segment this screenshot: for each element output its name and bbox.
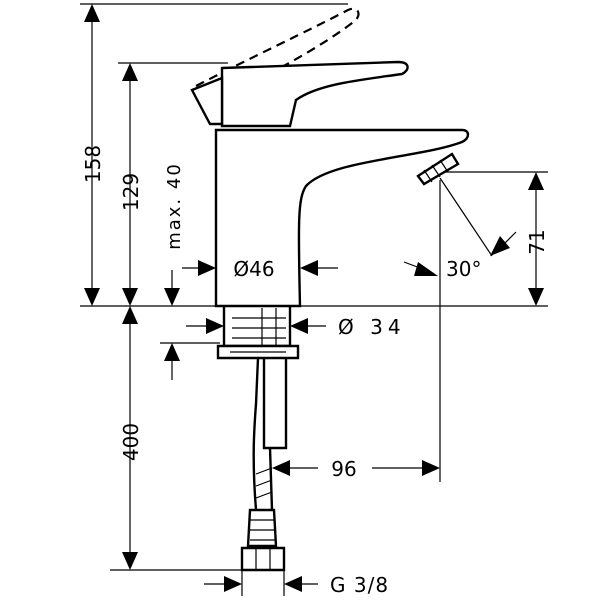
label-connection-thread: G 3/8 (330, 573, 389, 597)
dimension-96 (272, 460, 440, 476)
lever-raised-dashed (195, 7, 360, 97)
aerator (416, 152, 460, 186)
dimension-d34 (186, 318, 326, 334)
label-total-height: 158 (81, 145, 105, 183)
dimension-158 (84, 4, 100, 306)
lever (220, 60, 409, 128)
label-spout-height: 129 (119, 173, 143, 211)
extension-lines (80, 3, 548, 596)
connection-nut (240, 546, 286, 572)
lever-pivot (190, 76, 224, 126)
label-shank-diameter: Ø 34 (338, 315, 406, 339)
label-hose-length: 400 (119, 423, 143, 461)
dimension-angle-30 (403, 177, 517, 276)
label-outlet-height: 71 (525, 229, 549, 254)
threaded-rod (262, 358, 288, 450)
label-max-handle: max. 40 (164, 162, 185, 250)
label-spout-reach: 96 (331, 457, 356, 481)
faucet-body (214, 128, 470, 308)
faucet-outline (190, 7, 470, 572)
dimension-71 (528, 172, 544, 306)
dimension-max40 (164, 270, 180, 380)
shank (222, 306, 292, 348)
hose-fitting (246, 508, 278, 548)
label-outlet-angle: 30° (446, 257, 481, 281)
dimension-129 (122, 63, 138, 306)
label-base-diameter: Ø46 (233, 257, 274, 281)
hose (252, 357, 274, 511)
dimension-d46 (182, 260, 338, 276)
dimension-400 (122, 306, 138, 570)
dimension-g38 (204, 576, 318, 592)
